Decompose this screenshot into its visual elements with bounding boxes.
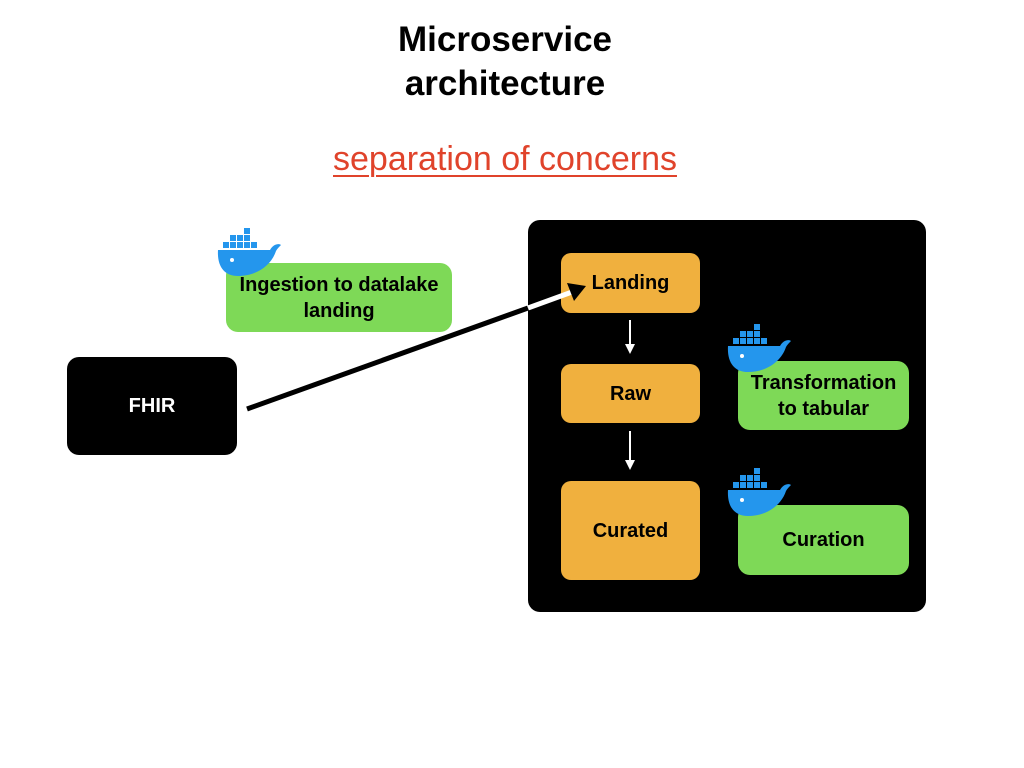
docker-whale-icon xyxy=(727,324,791,372)
raw-zone-box: Raw xyxy=(561,364,700,423)
landing-zone-box: Landing xyxy=(561,253,700,313)
landing-label: Landing xyxy=(591,272,670,294)
transformation-service-box: Transformation to tabular xyxy=(738,361,909,430)
curated-label: Curated xyxy=(592,519,669,542)
diagram-title: Microservice architecture xyxy=(0,18,1010,106)
transformation-label: Transformation to tabular xyxy=(750,371,897,420)
docker-whale-icon xyxy=(217,228,281,276)
fhir-to-landing-arrow xyxy=(246,305,529,412)
docker-whale-icon xyxy=(727,468,791,516)
curation-service-box: Curation xyxy=(738,505,909,575)
raw-label: Raw xyxy=(609,382,652,405)
ingestion-service-box: Ingestion to datalake landing xyxy=(226,263,452,332)
curation-label: Curation xyxy=(782,529,865,551)
fhir-label: FHIR xyxy=(128,394,176,417)
curated-zone-box: Curated xyxy=(561,481,700,580)
title-line-2: architecture xyxy=(404,64,606,103)
ingestion-label: Ingestion to datalake landing xyxy=(239,273,439,322)
fhir-to-landing-arrow-head xyxy=(527,289,573,311)
fhir-to-landing-arrowhead xyxy=(567,283,586,301)
title-line-1: Microservice xyxy=(397,20,613,59)
fhir-box: FHIR xyxy=(67,357,237,455)
subtitle: separation of concerns xyxy=(333,140,677,178)
